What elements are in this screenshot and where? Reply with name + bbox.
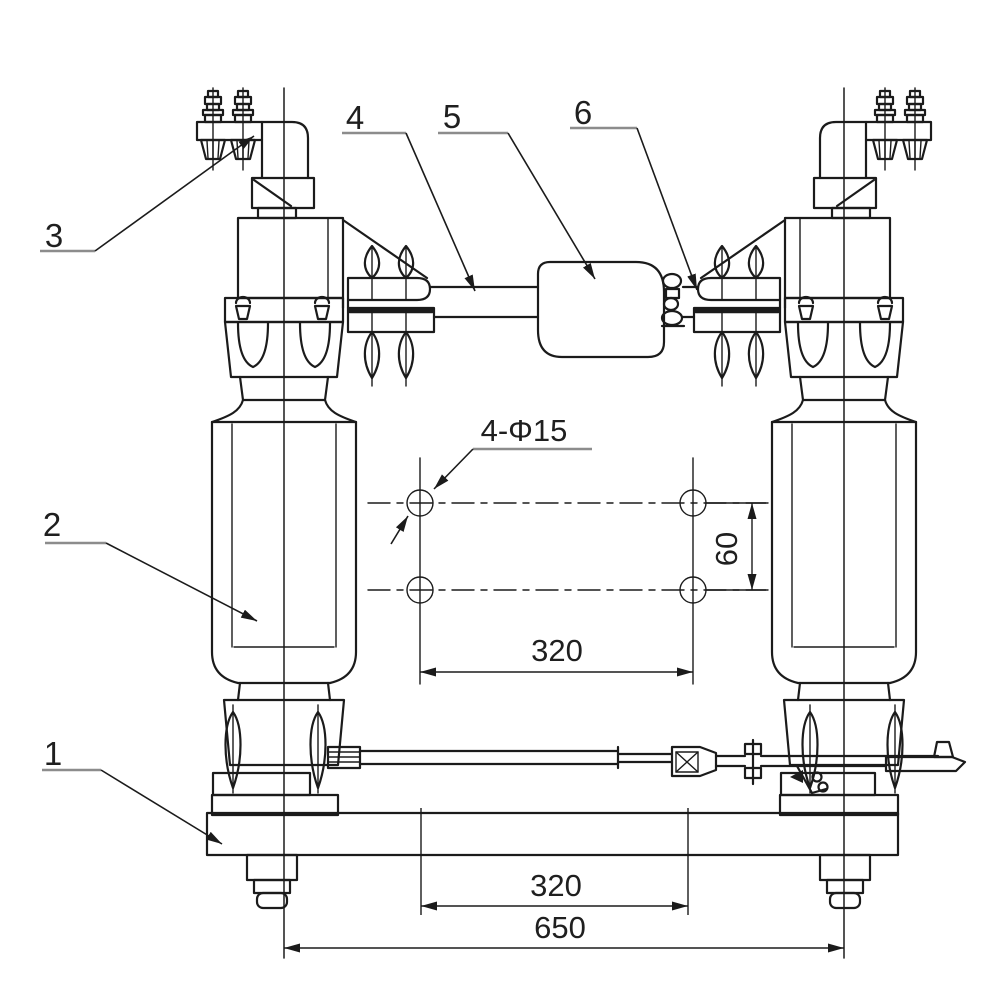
callout-4: 4: [342, 99, 476, 292]
dim-hole-callout: 4-Φ15: [390, 413, 592, 545]
left-insulator: [197, 88, 434, 958]
dim-hole-callout-text: 4-Φ15: [481, 413, 568, 448]
right-mounting-stud: [818, 853, 872, 910]
dim-overall-650-text: 650: [534, 910, 586, 945]
crank-lever: [790, 764, 829, 795]
callout-3-number: 3: [45, 217, 63, 254]
dim-overall-650: 650: [284, 910, 844, 953]
callout-1-number: 1: [44, 735, 62, 772]
callout-1: 1: [42, 735, 223, 845]
dim-base-320: 320: [420, 808, 689, 915]
flexible-connector: [660, 272, 686, 328]
dim-base-320-text: 320: [530, 868, 582, 903]
dim-vertical-60-text: 60: [709, 532, 744, 566]
rod-end-handle: [884, 740, 967, 773]
callout-3: 3: [40, 135, 255, 254]
callout-2: 2: [43, 506, 258, 622]
callout-6: 6: [570, 94, 698, 291]
callout-5-number: 5: [443, 98, 461, 135]
right-insulator: [694, 88, 931, 958]
dim-holes-320-text: 320: [531, 633, 583, 668]
operating-rod: [326, 738, 967, 795]
callout-4-number: 4: [346, 99, 364, 136]
mounting-hole-pattern: [367, 457, 769, 685]
callout-2-number: 2: [43, 506, 61, 543]
left-mounting-stud: [245, 853, 299, 910]
fuse-unit: [428, 260, 700, 359]
dim-holes-320: 320: [420, 633, 693, 677]
dim-vertical-60: 60: [706, 502, 766, 591]
callout-5: 5: [438, 98, 596, 280]
callout-6-number: 6: [574, 94, 592, 131]
